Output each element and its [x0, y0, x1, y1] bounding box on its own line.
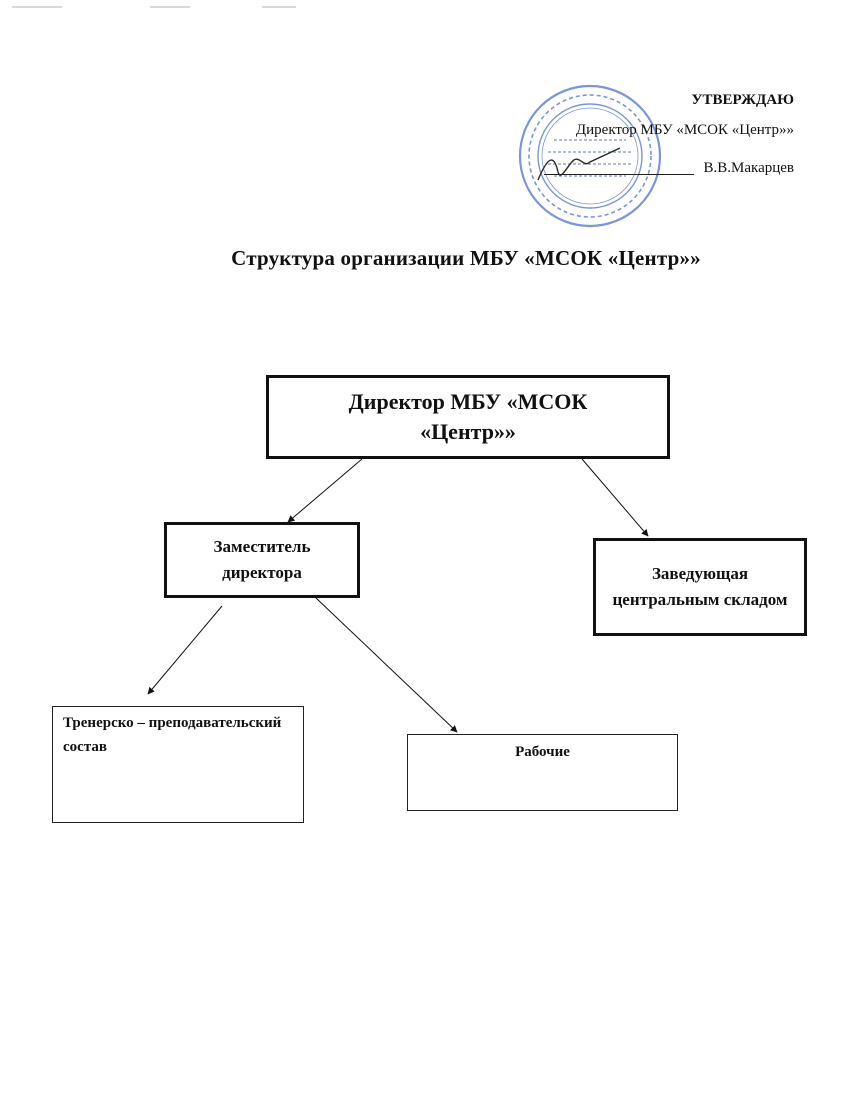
handwritten-signature — [537, 147, 621, 181]
page-title: Структура организации МБУ «МСОК «Центр»» — [231, 246, 701, 270]
node-director-label: Директор МБУ «МСОК «Центр»» — [348, 389, 588, 444]
arrow-deputy-to-workers — [315, 597, 458, 733]
scan-artifact — [262, 6, 296, 8]
arrow-director-to-warehouse — [581, 458, 649, 537]
node-deputy: Заместитель директора — [164, 522, 360, 598]
approval-heading: УТВЕРЖДАЮ — [691, 92, 794, 108]
official-seal — [518, 84, 662, 228]
scan-artifact — [150, 6, 190, 8]
arrow-director-to-deputy — [287, 458, 363, 523]
approver-name: В.В.Макарцев — [703, 160, 795, 176]
node-trainers-label: Тренерско – преподавательский состав — [63, 715, 282, 755]
node-deputy-label: Заместитель директора — [213, 537, 311, 582]
signature-line — [544, 174, 694, 175]
approval-position: Директор МБУ «МСОК «Центр»» — [575, 122, 794, 138]
node-warehouse-label: Заведующая центральным складом — [612, 564, 788, 609]
node-warehouse-manager: Заведующая центральным складом — [593, 538, 807, 636]
node-director: Директор МБУ «МСОК «Центр»» — [266, 375, 670, 459]
node-trainers: Тренерско – преподавательский состав — [52, 706, 304, 823]
approval-block: УТВЕРЖДАЮ Директор МБУ «МСОК «Центр»» В.… — [474, 88, 795, 181]
node-workers-label: Рабочие — [515, 744, 570, 760]
arrow-deputy-to-trainers — [147, 605, 223, 695]
node-workers: Рабочие — [407, 734, 678, 811]
scan-artifact — [12, 6, 62, 8]
